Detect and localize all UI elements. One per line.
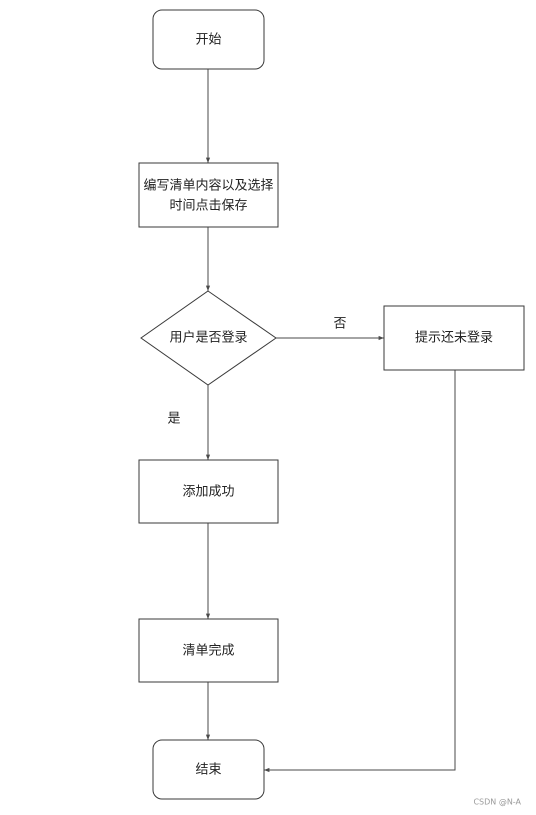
node-decision: 用户是否登录 xyxy=(140,290,277,386)
node-start: 开始 xyxy=(152,9,265,70)
node-decision-label: 用户是否登录 xyxy=(169,330,247,346)
node-added-shape xyxy=(138,459,279,524)
node-start-label: 开始 xyxy=(195,33,221,48)
node-not-logged-label: 提示还未登录 xyxy=(415,330,493,346)
node-end-shape xyxy=(152,739,265,800)
edge-label-no: 否 xyxy=(333,317,346,332)
watermark: CSDN @N-A xyxy=(473,798,521,807)
node-done-label: 清单完成 xyxy=(182,644,234,659)
node-start-shape xyxy=(152,9,265,70)
node-edit: 编写清单内容以及选择 时间点击保存 xyxy=(138,162,279,228)
node-not-logged-shape xyxy=(383,305,525,371)
node-edit-label-line2: 时间点击保存 xyxy=(169,199,247,214)
edge-not-logged-to-end xyxy=(264,370,456,773)
node-added-label: 添加成功 xyxy=(182,485,234,500)
edges xyxy=(205,69,456,773)
node-decision-shape xyxy=(140,290,277,386)
node-done: 清单完成 xyxy=(138,618,279,683)
node-end: 结束 xyxy=(152,739,265,800)
node-done-shape xyxy=(138,618,279,683)
edge-label-yes: 是 xyxy=(167,412,180,427)
node-edit-label-line1: 编写清单内容以及选择 xyxy=(143,178,273,194)
node-added: 添加成功 xyxy=(138,459,279,524)
node-edit-shape xyxy=(138,162,279,228)
node-not-logged: 提示还未登录 xyxy=(383,305,525,371)
node-end-label: 结束 xyxy=(195,763,221,778)
